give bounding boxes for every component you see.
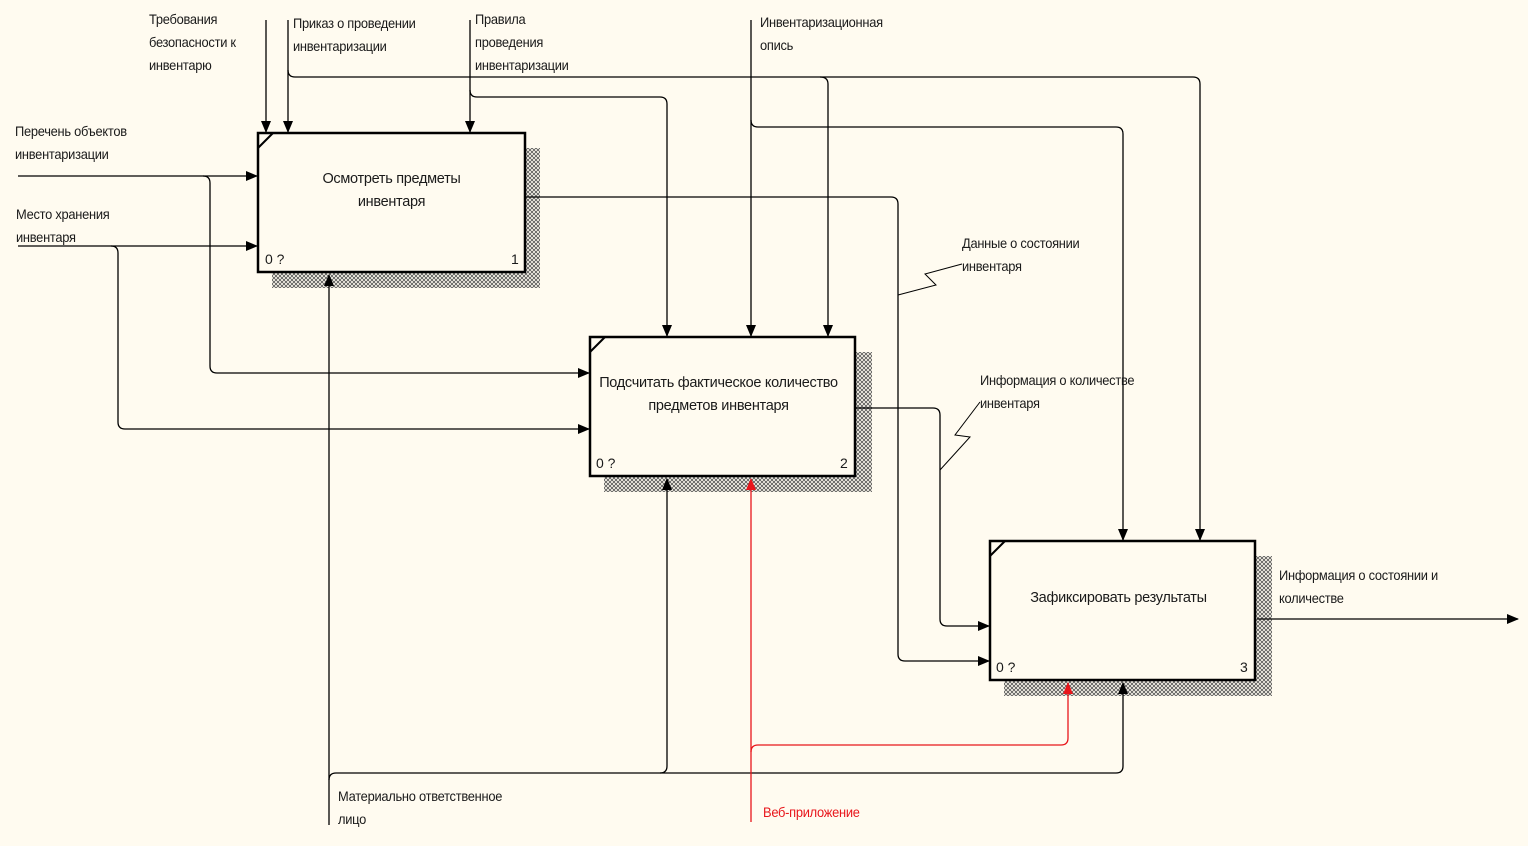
activity-3-title: Зафиксировать результаты xyxy=(1030,590,1207,606)
arrow-control-order-branch-3[interactable] xyxy=(820,76,1205,541)
activity-2-corner-mark xyxy=(589,336,606,353)
arrow-state-data[interactable] xyxy=(526,196,990,666)
label-input-objects-list: Перечень объектов инвентаризации xyxy=(15,123,127,162)
activity-3-number: 3 xyxy=(1240,659,1248,675)
arrow-mechanism-web-app-branch-3[interactable] xyxy=(750,682,1073,753)
arrow-control-inventory-list-branch-3[interactable] xyxy=(750,119,1128,541)
activity-box-3[interactable] xyxy=(988,539,1257,682)
activity-1-number: 1 xyxy=(511,251,519,267)
arrow-mechanism-person-branch-2[interactable] xyxy=(328,478,672,781)
activity-1-title: Осмотреть предметы инвентаря xyxy=(322,171,461,210)
activity-3-cost: 0 ? xyxy=(996,659,1016,675)
label-control-order: Приказ о проведении инвентаризации xyxy=(293,15,416,54)
activity-box-1[interactable] xyxy=(256,131,527,274)
label-squiggle-quantity-info xyxy=(939,401,981,471)
label-output-result: Информация о состоянии и количестве xyxy=(1279,567,1438,606)
activity-3-corner-mark xyxy=(989,540,1006,557)
label-input-storage: Место хранения инвентаря xyxy=(16,206,110,245)
label-control-requirements: Требования безопасности к инвентарю xyxy=(149,11,236,73)
arrow-input-objects-list-branch-2[interactable] xyxy=(202,175,590,378)
activity-box-2[interactable] xyxy=(588,335,857,478)
label-control-rules: Правила проведения инвентаризации xyxy=(475,11,569,73)
label-control-inventory-list: Инвентаризационная опись xyxy=(760,14,883,53)
activity-2-title: Подсчитать фактическое количество предме… xyxy=(599,375,838,414)
activity-2-number: 2 xyxy=(840,455,848,471)
label-quantity-info: Информация о количестве инвентаря xyxy=(980,372,1135,411)
arrow-quantity-info[interactable] xyxy=(856,407,990,631)
label-mechanism-web-app: Веб-приложение xyxy=(763,804,860,820)
label-mechanism-person: Материально ответственное лицо xyxy=(338,788,503,827)
activity-1-corner-mark xyxy=(257,132,274,149)
label-squiggle-state-data xyxy=(897,263,963,296)
activity-1-cost: 0 ? xyxy=(265,251,285,267)
arrow-mechanism-person-branch-3[interactable] xyxy=(660,682,1128,774)
label-state-data: Данные о состоянии инвентаря xyxy=(962,235,1080,274)
arrow-input-storage-branch-2[interactable] xyxy=(110,245,590,434)
arrow-control-rules-branch-2[interactable] xyxy=(469,89,672,337)
activity-2-cost: 0 ? xyxy=(596,455,616,471)
